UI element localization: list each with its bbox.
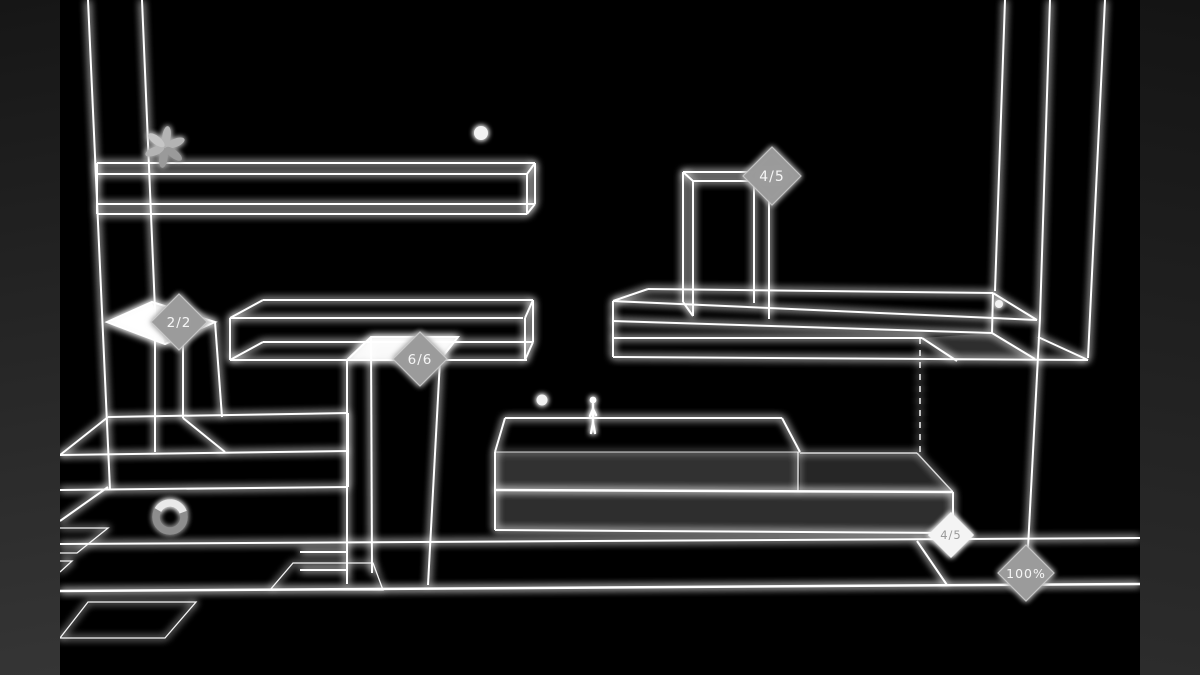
badge-wall-ledge-label: 2/2	[167, 315, 192, 331]
badge-lower-platform-label: 4/5	[940, 528, 962, 542]
ring-icon	[152, 499, 188, 535]
badge-column-label: 6/6	[408, 352, 433, 368]
badge-overall-label: 100%	[1006, 566, 1046, 581]
letterbox-right	[1140, 0, 1200, 675]
dot-collectible	[536, 394, 548, 406]
ground-decals	[58, 527, 384, 639]
dot-collectible	[995, 300, 1003, 308]
upright-box	[682, 171, 770, 319]
flower-asterisk-icon	[145, 126, 185, 168]
badge-column: 6/6	[392, 331, 448, 387]
badge-overall: 100%	[997, 544, 1055, 602]
wall-edge	[87, 0, 111, 491]
letterbox-left	[0, 0, 60, 675]
player-character	[588, 396, 598, 435]
ornaments	[145, 126, 1003, 535]
right-pillar	[994, 0, 1106, 587]
center-platform	[494, 417, 954, 534]
progress-badges: 2/2 6/6 4/5 4/5 100%	[150, 146, 1055, 602]
column	[300, 336, 461, 586]
dot-collectible	[474, 126, 488, 140]
wireframe-lines	[58, 0, 1141, 639]
badge-wall-ledge: 2/2	[150, 293, 208, 351]
solid-faces	[495, 333, 1035, 533]
ground-lines	[59, 537, 1141, 593]
shelf-beam	[96, 162, 536, 215]
badge-lower-platform: 4/5	[927, 511, 975, 559]
badge-upper-box: 4/5	[742, 146, 802, 206]
badge-upper-box-label: 4/5	[759, 169, 785, 185]
lower-left-box	[59, 412, 349, 522]
